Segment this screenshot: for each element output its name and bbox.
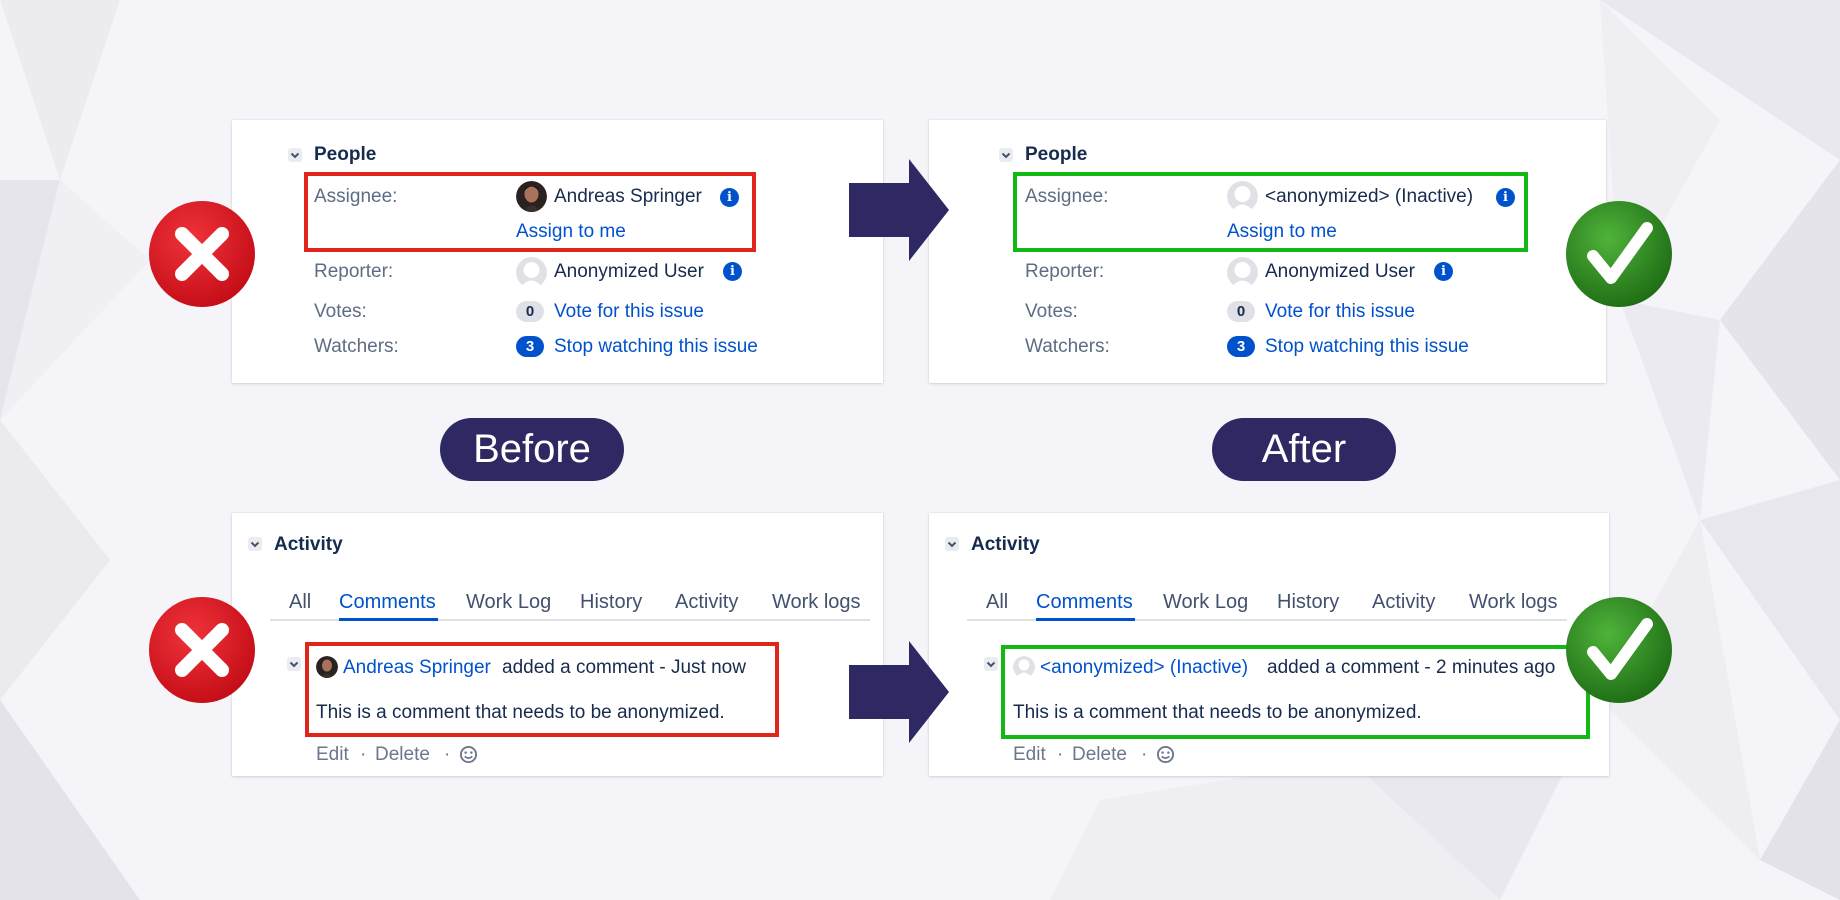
chevron-down-icon[interactable]	[999, 148, 1013, 162]
separator: ·	[1141, 744, 1148, 765]
section-title-people: People	[314, 144, 377, 165]
section-title-people: People	[1025, 144, 1088, 165]
comment-body: This is a comment that needs to be anony…	[316, 702, 725, 723]
tab-divider	[967, 619, 1567, 621]
watchers-count-badge: 3	[516, 336, 544, 357]
chevron-down-icon[interactable]	[288, 148, 302, 162]
comment-meta: added a comment - 2 minutes ago	[1267, 657, 1556, 678]
tab-comments[interactable]: Comments	[1036, 591, 1133, 613]
comment-meta: added a comment - Just now	[502, 657, 746, 678]
votes-count-badge: 0	[516, 301, 544, 322]
separator: ·	[444, 744, 451, 765]
stop-watching-link[interactable]: Stop watching this issue	[554, 336, 758, 357]
highlight-box-after	[1013, 172, 1528, 252]
activity-panel-after: Activity All Comments Work Log History A…	[929, 513, 1609, 776]
chevron-down-icon[interactable]	[287, 657, 301, 671]
info-icon[interactable]: i	[1434, 262, 1453, 281]
active-tab-indicator	[339, 618, 438, 621]
info-icon[interactable]: i	[723, 262, 742, 281]
x-circle-icon	[149, 597, 255, 703]
tab-comments[interactable]: Comments	[339, 591, 436, 613]
watchers-label: Watchers:	[314, 336, 399, 357]
reporter-name[interactable]: Anonymized User	[1265, 261, 1415, 282]
assignee-name[interactable]: Andreas Springer	[554, 186, 702, 207]
separator: ·	[360, 744, 367, 765]
votes-label: Votes:	[314, 301, 367, 322]
votes-label: Votes:	[1025, 301, 1078, 322]
reporter-label: Reporter:	[314, 261, 394, 282]
vote-link[interactable]: Vote for this issue	[1265, 301, 1415, 322]
after-label: After	[1212, 418, 1396, 481]
comment-body: This is a comment that needs to be anony…	[1013, 702, 1422, 723]
reporter-label: Reporter:	[1025, 261, 1105, 282]
assignee-label: Assignee:	[314, 186, 398, 207]
people-panel-before: People Assignee: Andreas Springer i Assi…	[232, 120, 883, 383]
separator: ·	[1057, 744, 1064, 765]
tab-work-logs[interactable]: Work logs	[1469, 591, 1558, 613]
stop-watching-link[interactable]: Stop watching this issue	[1265, 336, 1469, 357]
info-icon[interactable]: i	[720, 188, 739, 207]
tab-work-log[interactable]: Work Log	[1163, 591, 1249, 613]
checkmark-circle-icon	[1566, 201, 1672, 307]
watchers-label: Watchers:	[1025, 336, 1110, 357]
x-circle-icon	[149, 201, 255, 307]
tab-activity[interactable]: Activity	[1372, 591, 1436, 613]
default-avatar-icon[interactable]	[1227, 257, 1258, 288]
default-avatar-icon[interactable]	[516, 257, 547, 288]
tab-work-log[interactable]: Work Log	[466, 591, 552, 613]
emoji-reaction-icon[interactable]	[1156, 745, 1175, 764]
assignee-name[interactable]: <anonymized> (Inactive)	[1265, 186, 1474, 207]
emoji-reaction-icon[interactable]	[459, 745, 478, 764]
highlight-box-before	[305, 642, 779, 737]
user-avatar[interactable]	[316, 656, 338, 678]
votes-count-badge: 0	[1227, 301, 1255, 322]
assign-to-me-link[interactable]: Assign to me	[1227, 221, 1337, 242]
tab-all[interactable]: All	[986, 591, 1009, 613]
edit-link[interactable]: Edit	[1013, 744, 1046, 765]
before-label: Before	[440, 418, 624, 481]
assign-to-me-link[interactable]: Assign to me	[516, 221, 626, 242]
chevron-down-icon[interactable]	[248, 537, 262, 551]
reporter-name[interactable]: Anonymized User	[554, 261, 704, 282]
tab-history[interactable]: History	[1277, 591, 1340, 613]
comment-author-link[interactable]: Andreas Springer	[343, 657, 491, 678]
tab-work-logs[interactable]: Work logs	[772, 591, 861, 613]
tab-history[interactable]: History	[580, 591, 643, 613]
tab-activity[interactable]: Activity	[675, 591, 739, 613]
tab-all[interactable]: All	[289, 591, 312, 613]
assignee-label: Assignee:	[1025, 186, 1109, 207]
section-title-activity: Activity	[971, 534, 1040, 555]
checkmark-circle-icon	[1566, 597, 1672, 703]
comment-author-link[interactable]: <anonymized> (Inactive)	[1040, 657, 1249, 678]
info-icon[interactable]: i	[1496, 188, 1515, 207]
delete-link[interactable]: Delete	[1072, 744, 1127, 765]
arrow-right-icon	[849, 159, 949, 261]
delete-link[interactable]: Delete	[375, 744, 430, 765]
highlight-box-before	[304, 172, 756, 252]
arrow-right-icon	[849, 641, 949, 743]
tab-divider	[270, 619, 870, 621]
highlight-box-after	[1001, 645, 1590, 739]
chevron-down-icon[interactable]	[984, 657, 998, 671]
vote-link[interactable]: Vote for this issue	[554, 301, 704, 322]
chevron-down-icon[interactable]	[945, 537, 959, 551]
watchers-count-badge: 3	[1227, 336, 1255, 357]
active-tab-indicator	[1036, 618, 1135, 621]
section-title-activity: Activity	[274, 534, 343, 555]
default-avatar-icon[interactable]	[1013, 656, 1035, 678]
user-avatar[interactable]	[516, 181, 547, 212]
default-avatar-icon[interactable]	[1227, 181, 1258, 212]
edit-link[interactable]: Edit	[316, 744, 349, 765]
